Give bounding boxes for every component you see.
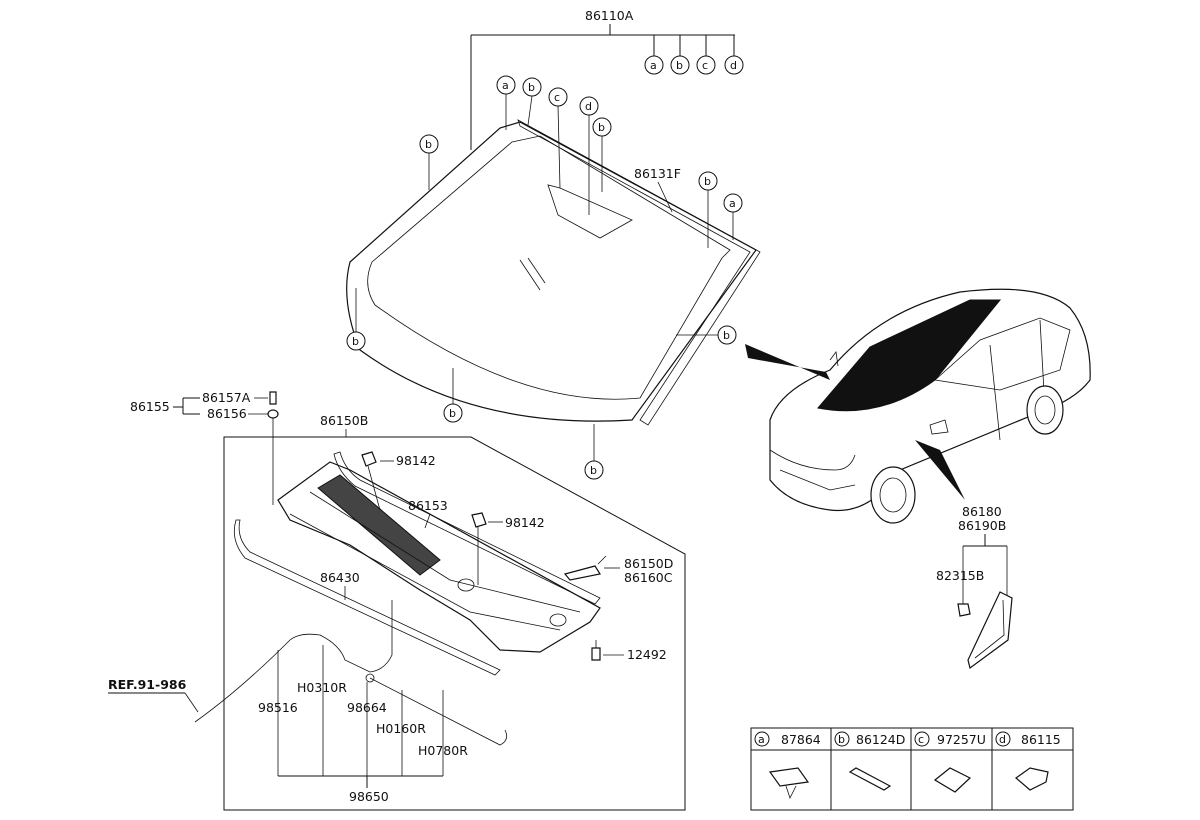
callout-windshield-b3: b xyxy=(698,171,718,248)
legend-item-d: d 86115 xyxy=(995,731,1061,791)
label-98142-a[interactable]: 98142 xyxy=(361,451,436,511)
svg-text:a: a xyxy=(650,59,657,72)
svg-text:b: b xyxy=(352,335,359,348)
callout-top-a: a xyxy=(644,55,664,75)
svg-text:c: c xyxy=(702,59,708,72)
svg-text:86124D: 86124D xyxy=(856,732,905,747)
callout-windshield-b5: b xyxy=(346,288,366,351)
cowl-weatherstrip[interactable] xyxy=(333,451,601,605)
legend-item-c: c 97257U xyxy=(914,731,986,793)
callout-windshield-d: d xyxy=(579,96,599,215)
svg-text:86153: 86153 xyxy=(408,498,448,513)
label-86110A[interactable]: 86110A xyxy=(470,8,735,150)
label-H0310R[interactable]: H0310R xyxy=(297,680,347,695)
svg-text:H0160R: H0160R xyxy=(376,721,426,736)
label-86150D-86160C[interactable]: 86150D 86160C xyxy=(563,555,673,585)
cowl-top-cover[interactable] xyxy=(277,461,601,653)
svg-text:d: d xyxy=(730,59,737,72)
svg-text:86115: 86115 xyxy=(1021,732,1061,747)
callout-windshield-b7: b xyxy=(584,424,604,480)
callout-windshield-b2: b xyxy=(592,117,612,192)
legend-item-a: a 87864 xyxy=(754,731,821,800)
callout-top-d: d xyxy=(724,55,744,75)
svg-text:86156: 86156 xyxy=(207,406,247,421)
svg-text:97257U: 97257U xyxy=(937,732,986,747)
svg-text:86150B: 86150B xyxy=(320,413,368,428)
svg-text:b: b xyxy=(425,138,432,151)
label-86155[interactable]: 86155 xyxy=(130,397,200,415)
label-86131F[interactable]: 86131F xyxy=(634,166,681,213)
svg-text:98650: 98650 xyxy=(349,789,389,804)
svg-text:b: b xyxy=(676,59,683,72)
svg-text:86190B: 86190B xyxy=(958,518,1006,533)
label-H0160R[interactable]: H0160R xyxy=(376,721,426,736)
callout-windshield-b-left: b xyxy=(419,134,439,190)
label-86430[interactable]: 86430 xyxy=(320,570,360,600)
svg-text:b: b xyxy=(528,81,535,94)
svg-text:86160C: 86160C xyxy=(624,570,673,585)
svg-text:86131F: 86131F xyxy=(634,166,681,181)
svg-text:c: c xyxy=(554,91,560,104)
svg-text:86157A: 86157A xyxy=(202,390,251,405)
svg-text:b: b xyxy=(590,464,597,477)
svg-text:b: b xyxy=(449,407,456,420)
label-82315B[interactable]: 82315B xyxy=(936,568,984,583)
label-86150B[interactable]: 86150B xyxy=(320,413,368,437)
svg-text:d: d xyxy=(999,733,1006,746)
svg-text:b: b xyxy=(704,175,711,188)
svg-text:86150D: 86150D xyxy=(624,556,673,571)
svg-text:b: b xyxy=(598,121,605,134)
legend-table xyxy=(750,727,1074,811)
label-98650[interactable]: 98650 xyxy=(277,645,444,804)
svg-text:86430: 86430 xyxy=(320,570,360,585)
label-12492[interactable]: 12492 xyxy=(591,640,667,662)
svg-text:86180: 86180 xyxy=(962,504,1002,519)
svg-text:H0310R: H0310R xyxy=(297,680,347,695)
windshield-glass[interactable] xyxy=(346,121,757,422)
svg-text:86155: 86155 xyxy=(130,399,170,414)
svg-text:98142: 98142 xyxy=(396,453,436,468)
callout-top-b: b xyxy=(670,55,690,75)
windshield-moulding[interactable] xyxy=(517,119,761,426)
svg-text:REF.91-986: REF.91-986 xyxy=(108,677,187,692)
callout-windshield-a1: a xyxy=(496,75,516,130)
cowl-assembly-box xyxy=(223,436,686,811)
svg-text:d: d xyxy=(585,100,592,113)
callout-windshield-b4: b xyxy=(676,325,737,345)
garnish-panel[interactable] xyxy=(957,591,1013,670)
label-86156[interactable]: 86156 xyxy=(207,406,279,505)
svg-text:b: b xyxy=(723,329,730,342)
label-98142-b[interactable]: 98142 xyxy=(471,512,545,585)
legend-item-b: b 86124D xyxy=(834,731,905,791)
callout-windshield-b6: b xyxy=(443,368,463,423)
svg-text:a: a xyxy=(758,733,765,746)
svg-text:87864: 87864 xyxy=(781,732,821,747)
svg-text:c: c xyxy=(918,733,924,746)
callout-windshield-b1: b xyxy=(522,77,542,126)
label-86153[interactable]: 86153 xyxy=(408,498,448,529)
callout-windshield-c: c xyxy=(548,87,568,189)
cowl-seal[interactable] xyxy=(233,519,501,676)
label-86180-86190B[interactable]: 86180 86190B xyxy=(958,504,1008,605)
vehicle-illustration xyxy=(745,288,1091,524)
svg-text:86110A: 86110A xyxy=(585,8,634,23)
label-ref-91-986[interactable]: REF.91-986 xyxy=(108,677,199,713)
label-86157A[interactable]: 86157A xyxy=(202,390,277,405)
svg-text:a: a xyxy=(729,197,736,210)
washer-hose[interactable] xyxy=(194,600,508,746)
svg-text:98142: 98142 xyxy=(505,515,545,530)
svg-text:82315B: 82315B xyxy=(936,568,984,583)
callout-top-c: c xyxy=(696,55,716,75)
svg-text:12492: 12492 xyxy=(627,647,667,662)
svg-text:b: b xyxy=(838,733,845,746)
callout-windshield-a2: a xyxy=(723,193,743,240)
svg-text:a: a xyxy=(502,79,509,92)
